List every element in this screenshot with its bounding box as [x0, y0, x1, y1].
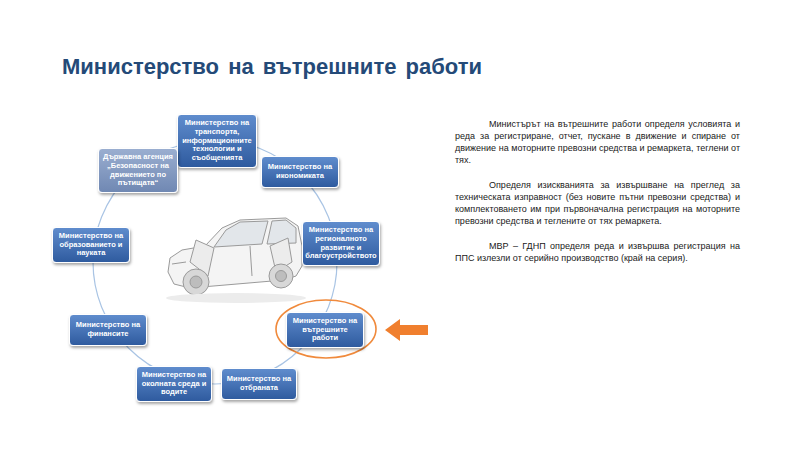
box-label: Министерство на околната среда и водите: [140, 371, 208, 397]
ministry-box: Министерство на транспорта, информационн…: [177, 114, 257, 168]
box-label: Държавна агенция „Безопасност на движени…: [102, 153, 174, 188]
ministry-box: Министерство на финансите: [69, 314, 147, 346]
body-paragraph: МВР – ГДНП определя реда и извършва реги…: [455, 241, 740, 265]
ministry-box: Министерство на регионалното развитие и …: [302, 221, 380, 266]
highlight-ring: [276, 300, 376, 358]
box-label: Министерство на финансите: [73, 321, 143, 338]
slide-title: Министерство на вътрешните работи: [62, 54, 482, 80]
body-paragraph: Определя изискванията за извършване на п…: [455, 180, 740, 228]
car-illustration: [166, 218, 306, 303]
pointer-arrow: [385, 319, 428, 341]
ministry-box: Министерство на отбраната: [221, 368, 297, 400]
ministry-box: Държавна агенция „Безопасност на движени…: [98, 148, 178, 193]
box-label: Министерство на регионалното развитие и …: [305, 226, 376, 261]
box-label: Министерство на вътрешните работи: [290, 317, 360, 343]
box-label: Министерство на икономиката: [265, 163, 335, 180]
ministry-box: Министерство на образованието и науката: [52, 227, 130, 263]
body-paragraph: Министърът на вътрешните работи определя…: [455, 119, 740, 167]
ministry-box: Министерство на околната среда и водите: [136, 366, 212, 402]
box-label: Министерство на транспорта, информационн…: [181, 119, 253, 162]
text-column: Министърът на вътрешните работи определя…: [455, 119, 740, 278]
ministry-box: Министерство на вътрешните работи: [286, 312, 364, 348]
ministry-box: Министерство на икономиката: [261, 156, 339, 188]
box-label: Министерство на отбраната: [225, 375, 293, 392]
box-label: Министерство на образованието и науката: [56, 232, 126, 258]
